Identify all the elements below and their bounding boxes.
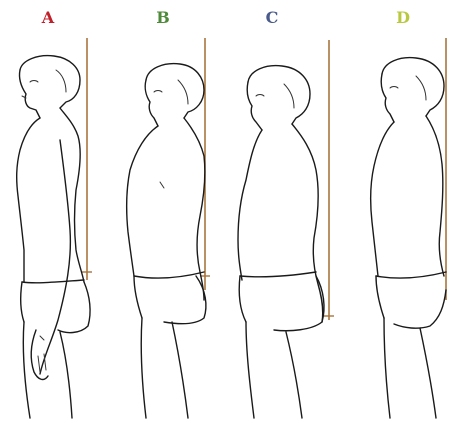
figure-b	[127, 38, 210, 418]
figure-a	[17, 38, 92, 418]
figure-c	[238, 40, 334, 418]
figure-d	[371, 38, 446, 418]
